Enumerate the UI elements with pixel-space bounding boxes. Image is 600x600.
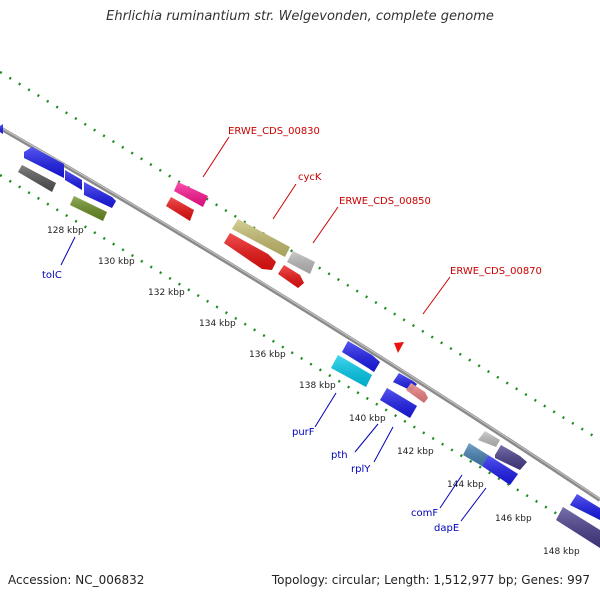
genome-summary-text: Topology: circular; Length: 1,512,977 bp… [271, 573, 590, 587]
gene-shade-overlay [556, 507, 600, 548]
label-purf[interactable]: purF [292, 427, 315, 438]
gene-shade-overlay [232, 219, 290, 257]
leader-dape [460, 487, 487, 522]
gene-shade-overlay [166, 197, 194, 221]
label-rply[interactable]: rplY [351, 464, 371, 475]
label-erwe-00830[interactable]: ERWE_CDS_00830 [228, 126, 320, 137]
leader-rply [373, 426, 394, 463]
gene-shade-overlay [0, 124, 3, 134]
gene-shade-overlay [331, 355, 372, 387]
leader-tolc [60, 236, 76, 266]
tick-label-132: 132 kbp [148, 288, 185, 298]
label-erwe-00870[interactable]: ERWE_CDS_00870 [450, 266, 542, 277]
gene-shade-overlay [65, 170, 82, 190]
gene-shade-overlay [478, 431, 500, 447]
gene-shade-overlay [380, 388, 417, 418]
leader-comf [439, 474, 463, 509]
gene-shade-overlay [84, 182, 116, 208]
label-erwe-00850[interactable]: ERWE_CDS_00850 [339, 196, 431, 207]
label-tolc[interactable]: tolC [42, 270, 62, 281]
accession-text: Accession: NC_006832 [8, 573, 145, 587]
gene-shade-overlay [287, 251, 315, 274]
leader-cyck [272, 183, 297, 220]
map-title: Ehrlichia ruminantium str. Welgevonden, … [106, 9, 494, 24]
tick-label-136: 136 kbp [249, 350, 286, 360]
tick-label-144: 144 kbp [447, 480, 484, 490]
leader-purf [314, 392, 337, 428]
label-dape[interactable]: dapE [434, 523, 459, 534]
leader-erwe-00850 [312, 206, 339, 244]
gene-shade-overlay [406, 383, 428, 403]
gene-shade-overlay [18, 165, 56, 192]
gene-shade-overlay [482, 455, 518, 485]
leader-erwe-00830 [202, 136, 230, 178]
gene-shade-overlay [224, 233, 276, 270]
leader-erwe-00870 [422, 276, 451, 315]
tick-label-130: 130 kbp [98, 257, 135, 267]
label-comf[interactable]: comF [411, 508, 438, 519]
tick-label-142: 142 kbp [397, 447, 434, 457]
tick-label-138: 138 kbp [299, 381, 336, 391]
tick-label-148: 148 kbp [543, 547, 580, 557]
gene-shade-overlay [174, 182, 208, 207]
gene-shade-overlay [70, 196, 107, 221]
tick-label-140: 140 kbp [349, 414, 386, 424]
gene-shade-overlay [495, 445, 527, 470]
label-pth[interactable]: pth [331, 450, 348, 461]
tick-label-128: 128 kbp [47, 226, 84, 236]
genome-backbone-highlight [0, 126, 600, 500]
leader-pth [354, 423, 379, 453]
genome-backbone [0, 126, 600, 502]
gene-shade-overlay [342, 341, 380, 372]
gene-shade-overlay [570, 494, 600, 520]
gene-shade-overlay [24, 147, 64, 178]
gene-shading [0, 124, 600, 548]
label-cyck[interactable]: cycK [298, 172, 322, 183]
tick-label-134: 134 kbp [199, 319, 236, 329]
marker-triangle-icon [394, 342, 404, 353]
tick-label-146: 146 kbp [495, 514, 532, 524]
gc-track-inner [0, 173, 600, 542]
gene-shade-overlay [463, 443, 488, 466]
gene-shade-overlay [278, 265, 304, 288]
